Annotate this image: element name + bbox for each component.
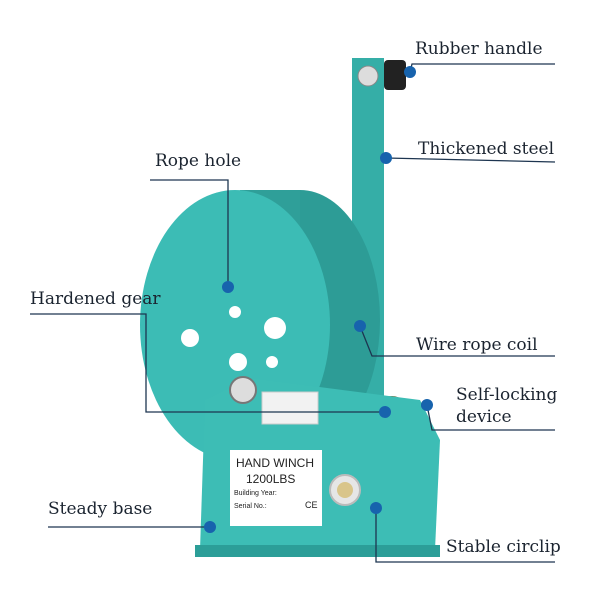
label-hardened-gear: Hardened gear (30, 289, 161, 309)
label-thickened-steel: Thickened steel (418, 139, 555, 159)
label-self-locking-2: device (456, 407, 512, 427)
callout-lines (30, 63, 556, 563)
rope-hole (181, 329, 199, 347)
nameplate (230, 450, 322, 526)
label-self-locking-1: Self-locking (456, 385, 558, 405)
rubber-handle (384, 60, 406, 90)
nameplate-building-year: Building Year: (234, 490, 277, 497)
label-stable-circlip: Stable circlip (446, 537, 561, 557)
label-rubber-handle: Rubber handle (415, 39, 543, 59)
ce-mark: CE (305, 500, 318, 510)
nameplate-capacity: 1200LBS (246, 472, 296, 486)
label-wire-rope-coil: Wire rope coil (416, 335, 538, 355)
label-steady-base: Steady base (48, 499, 153, 519)
nameplate-title: HAND WINCH (236, 456, 314, 470)
label-rope-hole: Rope hole (155, 151, 242, 171)
callout-dots (204, 66, 433, 533)
main-bolt (229, 376, 257, 404)
handle-bolt (357, 65, 379, 87)
small-sticker (261, 391, 319, 425)
nameplate-serial: Serial No.: (234, 503, 267, 510)
